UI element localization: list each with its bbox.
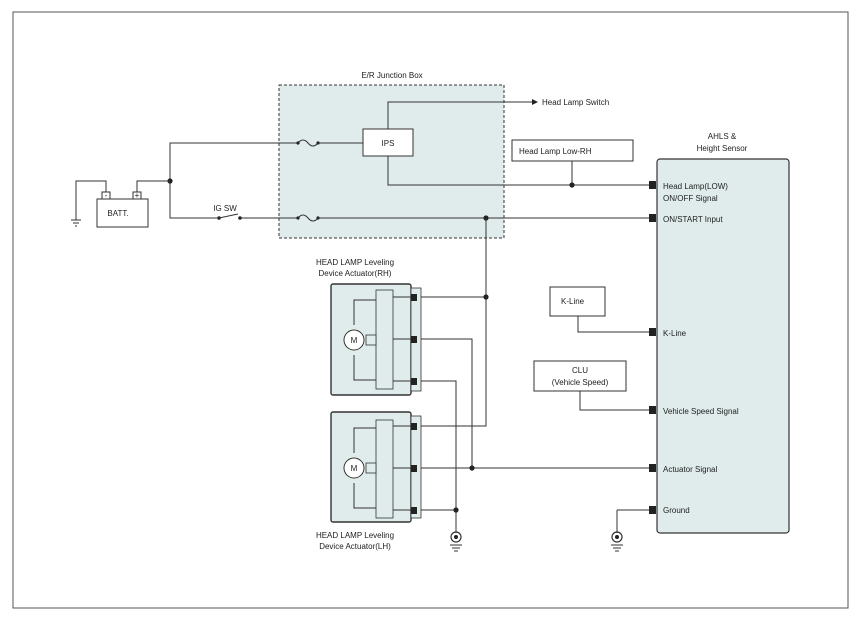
motor-label: M [351,336,358,345]
connector-pin [411,507,417,514]
junction-box-title: E/R Junction Box [361,71,422,80]
kline-box [549,286,606,317]
battery-positive-terminal [132,191,142,200]
wire-head-lamp-low [387,156,650,186]
connector-pin [411,465,417,472]
junction-box [278,84,505,239]
ecu-pin-label: Ground [663,506,690,515]
head-lamp-low-rh-label: Head Lamp Low-RH [519,147,592,156]
clu-box [533,360,627,392]
actuator-rh-gear [375,289,394,390]
connector-pin [411,423,417,430]
ig-switch-label: IG SW [213,204,237,213]
ig-switch-icon [218,213,239,219]
wire-actuator-rh-ground [420,380,457,533]
clu-box-line1: CLU [572,366,588,375]
battery [96,198,149,228]
wire-kline [577,316,650,333]
motor-icon [343,329,365,351]
actuator-lh-label-line1: HEAD LAMP Leveling [316,531,394,540]
connector-pin [649,506,656,514]
ips-label: IPS [382,139,395,148]
connector-pin [411,336,417,343]
clu-box-line2: (Vehicle Speed) [552,378,609,387]
fuse-icon [297,139,319,147]
connector-pin [649,328,656,336]
ecu-pin-label: ON/START Input [663,215,723,224]
junction-dot [569,182,575,188]
battery-negative-terminal [101,191,111,200]
wire-head-lamp-switch [387,101,532,129]
ecu-title-line2: Height Sensor [697,144,748,153]
kline-box-label: K-Line [561,297,585,306]
fuse-icon [297,214,319,222]
wire-battery-negative [75,180,107,220]
ecu-pin-label: K-Line [663,329,687,338]
plus-icon: + [135,191,140,200]
ecu-pin-label: ON/OFF Signal [663,194,718,203]
actuator-lh-label-line2: Device Actuator(LH) [319,542,391,551]
ecu-pin-label: Vehicle Speed Signal [663,407,739,416]
actuator-rh-label-line2: Device Actuator(RH) [319,269,392,278]
connector-pin [411,378,417,385]
ecu-title-line1: AHLS & [708,132,737,141]
ecu-pin-label: Head Lamp(LOW) [663,182,728,191]
head-lamp-switch-arrow-icon [532,99,538,105]
ground-icon [611,531,623,552]
ground-icon [450,531,462,552]
connector-pin [411,294,417,301]
junction-dot [483,294,489,300]
actuator-rh-label-line1: HEAD LAMP Leveling [316,258,394,267]
diagram-frame [12,11,849,609]
connector-pin [649,464,656,472]
minus-icon: - [105,191,108,200]
junction-dot [469,465,475,471]
battery-label: BATT. [107,209,128,218]
connector-pin [649,406,656,414]
wire-actuator-supply [420,218,487,427]
wire-actuator-rh-signal [420,338,473,468]
head-lamp-switch-label: Head Lamp Switch [542,98,609,107]
connector-pin [649,214,656,222]
motor-icon [343,457,365,479]
ecu-pin-label: Actuator Signal [663,465,717,474]
wire-battery-positive [136,180,170,192]
junction-dot [453,507,459,513]
wire-vehicle-speed [579,391,650,411]
ahls-ecu [656,158,790,534]
actuator-lh-gear [375,419,394,519]
connector-pin [649,181,656,189]
motor-label: M [351,464,358,473]
